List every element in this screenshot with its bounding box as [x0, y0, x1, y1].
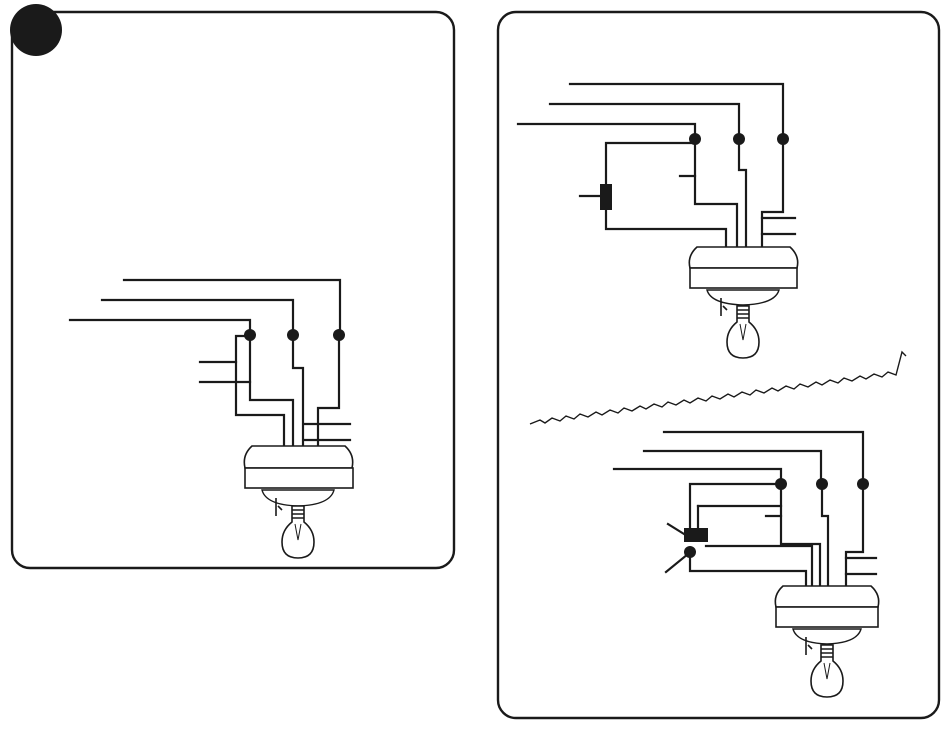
panel-right: [498, 12, 939, 718]
step-badge: [10, 4, 62, 56]
panel-left-frame: [12, 12, 454, 568]
switch-block-icon: [684, 528, 708, 542]
panel-left: [10, 4, 454, 568]
wire-connector-dot-icon: [684, 546, 696, 558]
switch-block-icon: [600, 184, 612, 210]
